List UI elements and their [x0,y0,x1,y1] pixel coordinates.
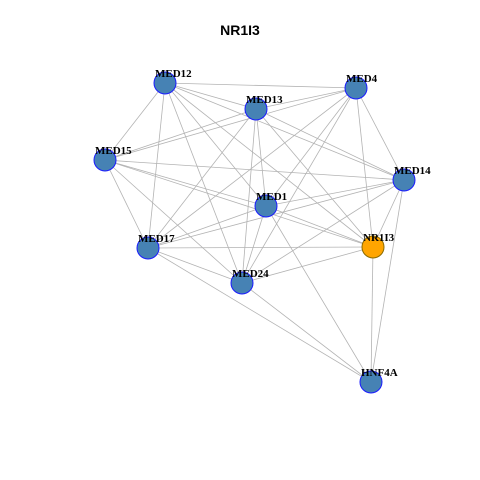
node-med17[interactable] [136,236,160,260]
node-label-med24: MED24 [232,268,269,280]
node-med1[interactable] [254,194,278,218]
edge-med13-med15 [104,108,257,161]
node-med12[interactable] [153,71,177,95]
node-med15[interactable] [93,148,117,172]
edge-med1-med24 [241,205,267,284]
node-nr1i3[interactable] [361,235,385,259]
edge-med14-nr1i3 [372,179,405,248]
edge-med14-hnf4a [370,179,405,383]
node-med14[interactable] [392,168,416,192]
edge-med1-hnf4a [265,205,372,383]
node-label-med4: MED4 [346,73,378,85]
node-hnf4a[interactable] [359,370,383,394]
edge-med13-med24 [241,108,257,284]
edge-med15-nr1i3 [104,159,374,248]
edge-med12-med14 [164,82,405,181]
node-label-hnf4a: HNF4A [361,367,398,379]
edge-med12-nr1i3 [164,82,374,248]
edge-nr1i3-med24 [241,246,374,284]
edge-med13-med14 [255,108,405,181]
edge-med17-med24 [147,247,243,284]
edge-med1-nr1i3 [265,205,374,248]
edge-med14-med24 [241,179,405,284]
graph-title: NR1I3 [220,22,260,38]
edge-med4-med17 [147,87,357,249]
edge-med24-hnf4a [241,282,372,383]
node-med4[interactable] [344,76,368,100]
edge-med15-med24 [104,159,243,284]
edge-med4-med24 [241,87,357,284]
edges-layer [104,82,405,383]
node-med24[interactable] [230,271,254,295]
node-label-med14: MED14 [394,165,431,177]
edge-med17-hnf4a [147,247,372,383]
edge-med12-med4 [164,82,357,89]
edge-med4-med1 [265,87,357,207]
node-label-nr1i3: NR1I3 [363,232,395,244]
edge-med12-med1 [164,82,267,207]
node-label-med17: MED17 [138,233,175,245]
node-label-med1: MED1 [256,191,287,203]
edge-med13-med17 [147,108,257,249]
edge-med12-med24 [164,82,243,284]
edge-med12-med17 [147,82,166,249]
edge-med15-med14 [104,159,405,181]
node-label-med15: MED15 [95,145,132,157]
edge-med4-nr1i3 [355,87,374,248]
edge-med15-med17 [104,159,149,249]
edge-med14-med17 [147,179,405,249]
edge-nr1i3-med17 [147,246,374,249]
node-label-med12: MED12 [155,68,192,80]
edge-med4-med14 [355,87,405,181]
nodes-layer [93,71,416,394]
edge-nr1i3-hnf4a [370,246,374,383]
edge-med13-med1 [255,108,267,207]
node-label-med13: MED13 [246,94,283,106]
edge-med12-med15 [104,82,166,161]
edge-med13-nr1i3 [255,108,374,248]
edge-med12-med13 [164,82,257,110]
edge-med15-med1 [104,159,267,207]
edge-med4-med15 [104,87,357,161]
edge-med4-med13 [255,87,357,110]
node-med13[interactable] [244,97,268,121]
edge-med1-med17 [147,205,267,249]
edge-med14-med1 [265,179,405,207]
